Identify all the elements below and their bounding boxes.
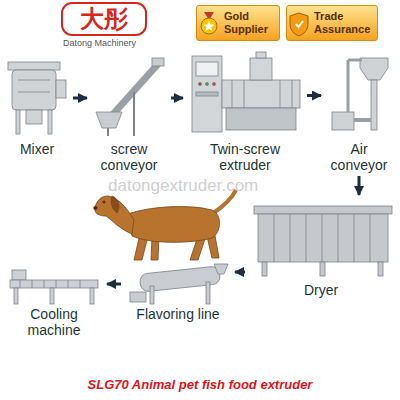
extruder-machine xyxy=(212,82,215,85)
screw-conveyor-machine xyxy=(152,58,164,66)
extruder-machine xyxy=(198,82,201,85)
node-label: Air conveyor xyxy=(324,141,394,173)
dryer-machine xyxy=(262,262,267,276)
extruder-machine xyxy=(205,82,208,85)
cooling-machine xyxy=(50,288,54,304)
screw-conveyor-machine xyxy=(107,128,109,136)
dog-illustration xyxy=(95,196,134,234)
flow-arrow xyxy=(235,271,245,274)
node-label: Twin-screw extruder xyxy=(186,141,304,173)
cooling-machine xyxy=(12,270,26,280)
cooling-machine xyxy=(20,280,80,288)
flavoring-machine xyxy=(130,292,146,302)
machine-node: Mixer xyxy=(4,55,70,157)
air-conveyor-machine xyxy=(360,58,388,80)
logo-outline xyxy=(62,3,146,35)
extruder-machine xyxy=(192,52,300,132)
node-label: Gold Supplier xyxy=(224,10,275,36)
extruder-machine xyxy=(226,108,296,130)
machine-node: Twin-screw extruder xyxy=(186,50,304,173)
mixer-machine xyxy=(26,110,42,124)
caption: SLG70 Animal pet fish food extruder xyxy=(0,377,400,393)
cooling-machine xyxy=(90,288,94,304)
node-label: screw conveyor xyxy=(90,141,168,173)
mixer-machine xyxy=(12,70,56,110)
dryer-machine xyxy=(254,206,392,276)
machine-node: Cooling machine xyxy=(4,262,104,338)
dog-illustration xyxy=(94,206,98,210)
air-conveyor-machine xyxy=(332,112,354,130)
mixer-machine xyxy=(48,110,52,134)
dryer-machine xyxy=(320,262,325,276)
dog-illustration xyxy=(94,190,236,260)
logo-outline xyxy=(62,3,146,35)
mixer-machine xyxy=(18,80,50,92)
air-conveyor-machine xyxy=(348,59,362,62)
flavoring-machine xyxy=(206,282,210,304)
badge-box: Trade Assurance xyxy=(286,5,378,41)
dryer-machine xyxy=(378,262,383,276)
air-conveyor-machine xyxy=(332,58,388,130)
extruder-machine xyxy=(222,80,300,108)
extruder-machine xyxy=(192,56,222,132)
node-label: Mixer xyxy=(4,141,70,157)
mixer-machine xyxy=(56,80,66,98)
node-label: Cooling machine xyxy=(4,306,104,338)
watermark: datongextruder.com xyxy=(108,176,258,196)
node-label: Dryer xyxy=(248,282,394,298)
flavoring-machine xyxy=(130,264,228,304)
flow-arrow xyxy=(307,94,321,97)
dryer-machine xyxy=(258,214,388,262)
air-conveyor-machine xyxy=(354,118,371,122)
cooling-machine xyxy=(14,288,18,304)
machine-node: Flavoring line xyxy=(124,262,232,322)
badge-box: Gold Supplier xyxy=(196,5,280,41)
extruder-machine xyxy=(256,52,266,58)
logo-mark: 大彤 xyxy=(62,5,146,33)
flow-arrow xyxy=(107,283,121,286)
dog-illustration xyxy=(103,201,105,203)
mixer-machine xyxy=(8,62,66,134)
node-label: Flavoring line xyxy=(124,306,232,322)
extruder-machine xyxy=(196,62,218,76)
screw-conveyor-machine xyxy=(133,92,135,136)
extruder-machine xyxy=(250,58,272,80)
mixer-machine xyxy=(16,110,20,134)
dryer-machine xyxy=(274,214,370,262)
company-name: Datong Machinery xyxy=(63,38,136,49)
screw-conveyor-machine xyxy=(96,58,164,136)
flow-arrow xyxy=(171,97,183,100)
screw-conveyor-machine xyxy=(96,112,122,128)
cooling-machine xyxy=(10,270,98,304)
machine-node: Air conveyor xyxy=(324,50,394,173)
extruder-machine xyxy=(196,92,218,96)
extruder-machine xyxy=(232,80,292,108)
cooling-machine xyxy=(10,280,98,288)
flow-arrow xyxy=(73,97,87,100)
mixer-machine xyxy=(8,62,60,70)
machine-node: screw conveyor xyxy=(90,55,168,173)
dog-illustration xyxy=(128,207,220,243)
air-conveyor-machine xyxy=(347,60,350,112)
machine-node: Dryer xyxy=(248,198,394,298)
dog-illustration xyxy=(111,196,119,213)
dryer-machine xyxy=(254,206,392,214)
node-label: Trade Assurance xyxy=(314,10,373,36)
flavoring-machine xyxy=(150,286,154,304)
flavoring-machine xyxy=(214,264,228,274)
air-conveyor-machine xyxy=(371,80,377,130)
flow-arrow xyxy=(358,176,361,195)
